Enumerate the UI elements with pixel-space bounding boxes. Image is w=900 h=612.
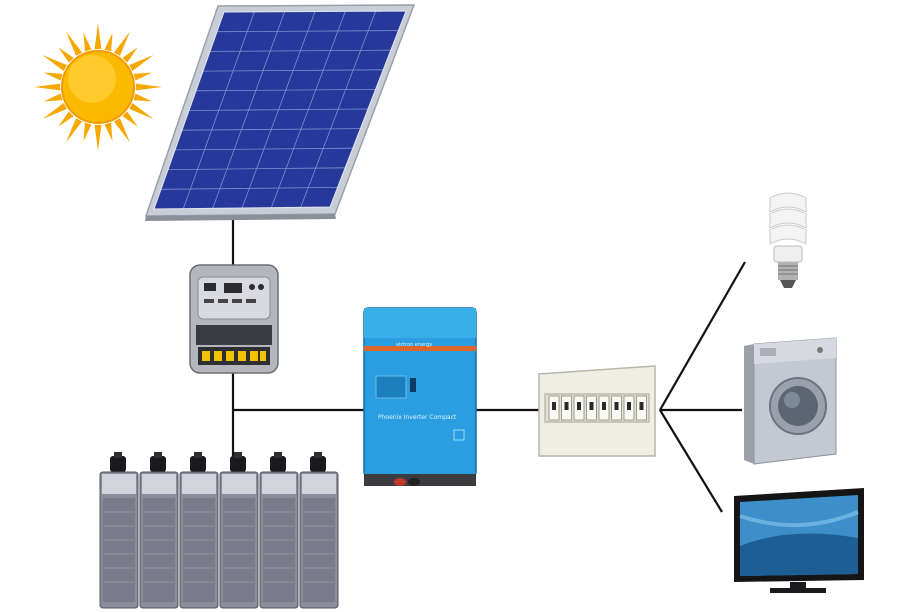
inverter-brand-label: victron energy xyxy=(396,342,433,348)
sun-ray xyxy=(66,118,83,143)
sun-ray xyxy=(94,23,102,50)
sun-ray xyxy=(42,102,67,119)
breaker-switch xyxy=(598,395,610,421)
battery-cell xyxy=(219,452,259,609)
sun-icon xyxy=(34,23,162,151)
panel-grid-line xyxy=(188,108,369,111)
panel-grid-line xyxy=(181,128,361,131)
sun-ray xyxy=(133,93,153,102)
battery-cell xyxy=(259,452,299,609)
sun-ray xyxy=(83,32,92,52)
sun-ray xyxy=(104,122,113,142)
wire-breaker-to-lamp xyxy=(659,261,746,411)
solar-panel-icon xyxy=(144,4,416,221)
sun-ray xyxy=(113,31,130,56)
battery-cell xyxy=(139,452,179,609)
breaker-switch xyxy=(623,395,635,421)
sun-ray xyxy=(83,122,92,142)
panel-grid-line xyxy=(216,30,399,33)
breaker-switch xyxy=(586,395,597,421)
wire-breaker-to-tv xyxy=(659,409,723,513)
panel-grid-line xyxy=(202,69,384,72)
sun-ray xyxy=(135,83,162,91)
panel-grid-line xyxy=(167,167,346,170)
sun-ray xyxy=(43,72,63,81)
breaker-switch xyxy=(561,395,572,421)
inverter: victron energy Phoenix Inverter Compact xyxy=(362,306,478,488)
sun-ray xyxy=(129,55,154,72)
breaker-switch xyxy=(636,395,647,421)
cfl-bulb-icon xyxy=(769,192,807,288)
battery-cell xyxy=(299,452,339,609)
sun-ray xyxy=(58,47,74,63)
tv-icon xyxy=(734,488,864,593)
panel-grid-line xyxy=(160,187,338,190)
sun-ray xyxy=(58,111,74,127)
washing-machine-icon xyxy=(744,337,837,465)
sun-ray xyxy=(129,102,154,119)
breaker-switch xyxy=(548,395,560,421)
battery-cell xyxy=(179,452,219,609)
panel-grid-line xyxy=(209,49,391,52)
sun-ray xyxy=(43,93,63,102)
charge-controller-icon xyxy=(189,264,279,374)
breaker-panel-icon xyxy=(538,365,656,457)
sun-ray xyxy=(133,72,153,81)
sun-ray xyxy=(104,32,113,52)
breaker-switch xyxy=(573,395,585,421)
sun-ray xyxy=(113,118,130,143)
sun-ray xyxy=(122,47,138,63)
battery-icon xyxy=(99,452,339,609)
sun-ray xyxy=(34,83,61,91)
sun-ray xyxy=(94,124,102,151)
sun-ray xyxy=(42,55,67,72)
sun-ray xyxy=(122,111,138,127)
inverter-model-label: Phoenix Inverter Compact xyxy=(378,414,457,421)
battery-cell xyxy=(99,452,139,609)
sun-ray xyxy=(66,31,83,56)
breaker-switch xyxy=(611,395,622,421)
panel-grid-line xyxy=(174,147,353,151)
inverter-icon xyxy=(363,307,477,486)
panel-grid-line xyxy=(195,89,376,92)
